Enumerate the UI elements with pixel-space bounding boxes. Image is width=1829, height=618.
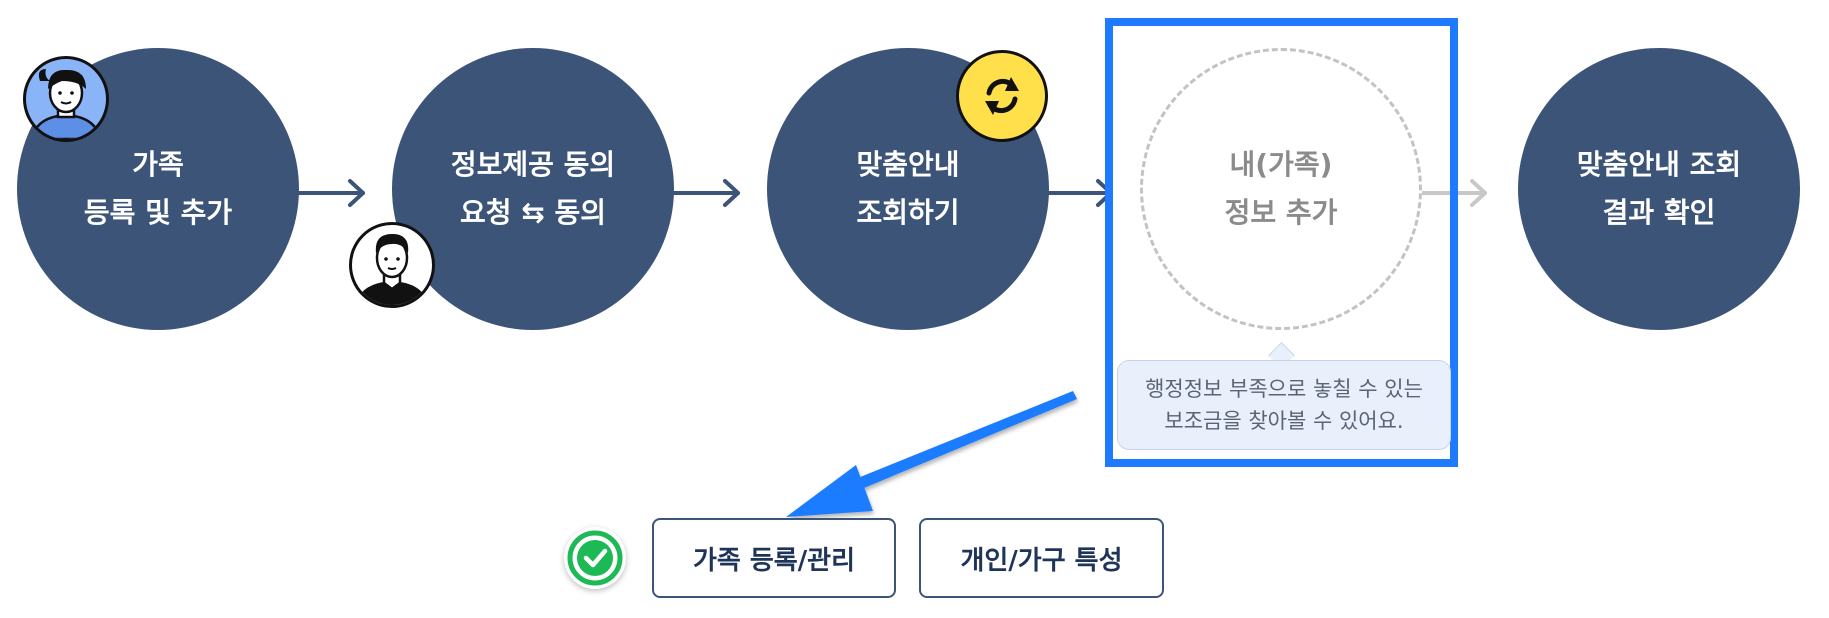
family-manage-button[interactable]: 가족 등록/관리 — [652, 518, 896, 598]
step-2-line1: 정보제공 동의 — [450, 148, 616, 181]
household-traits-button[interactable]: 개인/가구 특성 — [919, 518, 1164, 598]
info-tooltip: 행정정보 부족으로 놓칠 수 있는 보조금을 찾아볼 수 있어요. — [1117, 360, 1451, 450]
tooltip-line1: 행정정보 부족으로 놓칠 수 있는 — [1145, 377, 1423, 401]
highlight-frame — [1105, 18, 1458, 467]
step-1-line2: 등록 및 추가 — [83, 196, 233, 229]
check-circle-icon — [564, 527, 626, 589]
step-5-line2: 결과 확인 — [1602, 196, 1716, 229]
man-avatar-icon — [349, 222, 435, 308]
step-2-line2: 요청 ⇆ 동의 — [460, 196, 606, 229]
step-3-line2: 조회하기 — [856, 196, 960, 229]
tooltip-line2: 보조금을 찾아볼 수 있어요. — [1164, 409, 1404, 433]
woman-avatar-icon — [23, 56, 109, 142]
step-consent-request: 정보제공 동의 요청 ⇆ 동의 — [392, 48, 674, 330]
step-check-results: 맞춤안내 조회 결과 확인 — [1518, 48, 1800, 330]
step-add-my-info: 내(가족) 정보 추가 — [1140, 48, 1422, 330]
step-3-line1: 맞춤안내 — [856, 148, 960, 181]
step-5-line1: 맞춤안내 조회 — [1576, 148, 1742, 181]
sync-icon — [956, 50, 1048, 142]
step-family-register: 가족 등록 및 추가 — [17, 48, 299, 330]
step-1-line1: 가족 — [132, 148, 184, 181]
step-4-line1: 내(가족) — [1229, 148, 1333, 181]
step-4-line2: 정보 추가 — [1224, 196, 1338, 229]
